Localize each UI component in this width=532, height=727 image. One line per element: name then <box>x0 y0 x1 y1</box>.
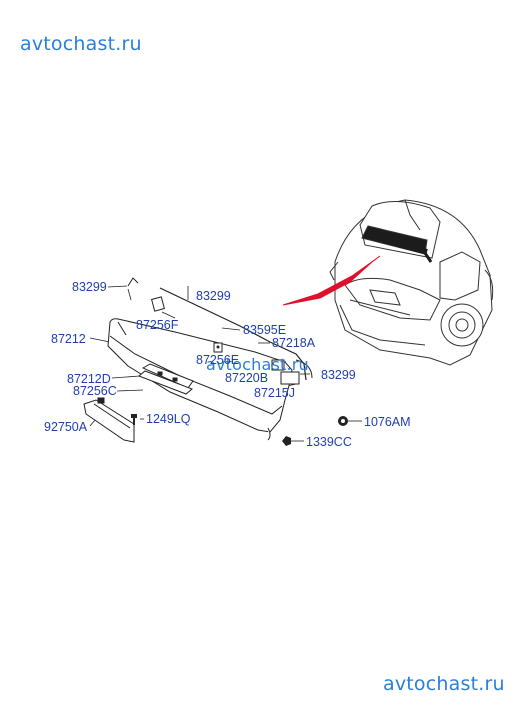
seal-strip-83299 <box>159 287 307 381</box>
label-1076AM: 1076AM <box>364 415 411 429</box>
label-87212D: 87212D <box>67 372 111 386</box>
watermark-middle: avtochast.ru <box>206 355 309 374</box>
clip-87256F <box>151 296 165 312</box>
wire-83299-left <box>127 277 139 287</box>
label-87220B: 87220B <box>225 371 269 385</box>
grommet-1076AM <box>338 416 348 426</box>
screw-1249LQ <box>131 414 137 425</box>
red-indicator-arrow <box>282 255 381 306</box>
label-83299-center: 83299 <box>196 289 231 303</box>
lamp-housing-87212D <box>138 363 194 395</box>
nut-1339CC <box>282 436 291 446</box>
watermark-bottom: avtochast.ru <box>383 673 505 695</box>
clip-87220B <box>271 359 285 371</box>
label-1339CC: 1339CC <box>306 435 352 449</box>
label-87212: 87212 <box>51 332 86 346</box>
watermark-top: avtochast.ru <box>20 33 142 55</box>
bracket-87215J <box>280 371 300 385</box>
label-1249LQ: 1249LQ <box>146 412 191 426</box>
label-83299-left: 83299 <box>72 280 107 294</box>
vehicle-rear-illustration <box>329 199 494 366</box>
label-83299-right: 83299 <box>321 368 356 382</box>
label-92750A: 92750A <box>44 420 88 434</box>
label-87256C: 87256C <box>73 384 117 398</box>
label-83595E: 83595E <box>243 323 287 337</box>
label-87218A: 87218A <box>272 336 316 350</box>
rear-spoiler-87212 <box>107 318 293 441</box>
stop-lamp-92750A <box>83 397 135 443</box>
label-87215J: 87215J <box>254 386 296 400</box>
label-87256E: 87256E <box>196 353 240 367</box>
wire-83299-right <box>295 359 313 379</box>
label-87256F: 87256F <box>136 318 179 332</box>
